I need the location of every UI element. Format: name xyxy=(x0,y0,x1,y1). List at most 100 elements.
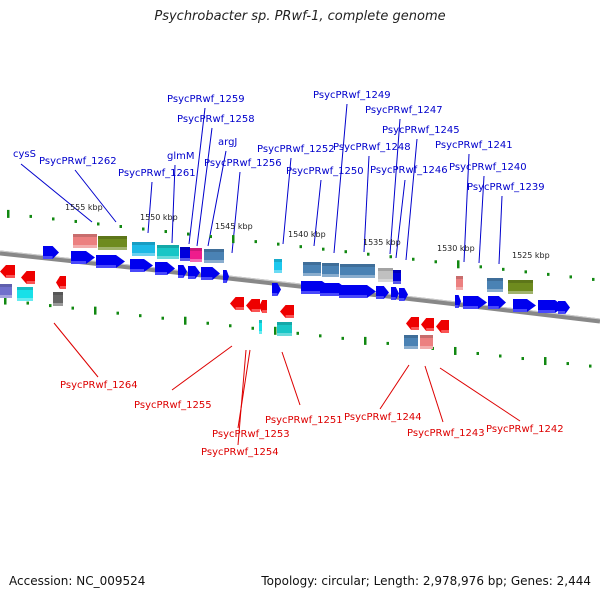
forward-cds-arrow xyxy=(201,267,220,280)
leader-line xyxy=(405,138,418,261)
gene-label-forward: PsycPRwf_1247 xyxy=(365,105,443,116)
scale-tick-upper xyxy=(277,242,280,246)
scale-tick-upper xyxy=(299,245,302,249)
reverse-cds-arrow xyxy=(230,297,244,310)
scale-tick-upper xyxy=(592,277,595,281)
feature-box xyxy=(73,234,97,248)
forward-cds-arrow xyxy=(339,285,376,298)
feature-box xyxy=(204,249,224,263)
forward-cds-arrow xyxy=(463,296,487,309)
gene-label-reverse: PsycPRwf_1255 xyxy=(134,400,212,411)
scale-tick-upper xyxy=(254,240,257,244)
scale-label: 1550 kbp xyxy=(140,213,178,222)
feature-box xyxy=(393,270,401,284)
reverse-feature-box xyxy=(404,335,418,349)
scale-tick-upper xyxy=(119,224,122,228)
scale-tick-upper xyxy=(74,219,77,223)
scale-tick-lower xyxy=(49,304,52,308)
reverse-cds-arrow xyxy=(436,320,449,333)
scale-tick-upper xyxy=(412,257,415,261)
reverse-feature-box xyxy=(0,284,12,298)
gene-label-reverse: PsycPRwf_1244 xyxy=(344,412,422,423)
reverse-feature-box xyxy=(17,287,33,301)
leader-line xyxy=(147,181,153,234)
scale-tick-upper xyxy=(524,270,527,274)
leader-line xyxy=(196,127,213,247)
forward-cds-arrow xyxy=(130,259,153,272)
scale-tick-lower xyxy=(544,357,547,366)
reverse-feature-box xyxy=(420,335,433,349)
scale-tick-lower xyxy=(296,331,299,335)
forward-cds-arrow xyxy=(223,270,229,283)
leader-line xyxy=(478,175,485,264)
leader-line xyxy=(389,118,401,255)
scale-tick-upper xyxy=(322,247,325,251)
forward-cds-arrow xyxy=(558,301,570,314)
scale-tick-upper xyxy=(29,214,32,218)
reverse-feature-box xyxy=(259,320,262,334)
gene-label-forward: PsycPRwf_1249 xyxy=(313,90,391,101)
gene-label-forward: PsycPRwf_1262 xyxy=(39,156,117,167)
scale-label: 1535 kbp xyxy=(363,238,401,247)
forward-cds-arrow xyxy=(272,283,281,296)
scale-tick-lower xyxy=(94,306,97,315)
genome-summary-text: Topology: circular; Length: 2,978,976 bp… xyxy=(261,574,591,588)
scale-tick-lower xyxy=(274,326,277,335)
scale-tick-upper xyxy=(344,250,347,254)
forward-cds-arrow xyxy=(155,262,175,275)
scale-tick-upper xyxy=(389,255,392,259)
gene-label-reverse: PsycPRwf_1243 xyxy=(407,428,485,439)
feature-box xyxy=(132,242,155,256)
leader-line xyxy=(395,179,406,259)
feature-box xyxy=(98,236,127,250)
gene-label-reverse: PsycPRwf_1242 xyxy=(486,424,564,435)
scale-tick-upper xyxy=(7,209,10,218)
scale-tick-upper xyxy=(52,217,55,221)
scale-tick-lower xyxy=(319,334,322,338)
scale-tick-upper xyxy=(232,235,235,244)
gene-label-forward: PsycPRwf_1248 xyxy=(333,142,411,153)
scale-tick-upper xyxy=(187,232,190,236)
reverse-cds-arrow xyxy=(259,300,267,313)
gene-label-reverse: PsycPRwf_1254 xyxy=(201,447,279,458)
scale-tick-upper xyxy=(97,222,100,226)
forward-cds-arrow xyxy=(399,288,408,301)
gene-label-forward: PsycPRwf_1246 xyxy=(370,165,448,176)
scale-tick-upper xyxy=(457,260,460,269)
forward-cds-arrow xyxy=(538,300,564,313)
gene-label-reverse: PsycPRwf_1253 xyxy=(212,429,290,440)
scale-tick-lower xyxy=(184,316,187,325)
feature-box xyxy=(157,245,179,259)
gene-label-forward: PsycPRwf_1252 xyxy=(257,144,335,155)
leader-line xyxy=(313,179,322,247)
forward-cds-arrow xyxy=(71,251,95,264)
scale-tick-lower xyxy=(386,341,389,345)
gene-label-forward: PsycPRwf_1261 xyxy=(118,168,196,179)
scale-tick-lower xyxy=(589,364,592,368)
reverse-cds-arrow xyxy=(280,305,294,318)
forward-cds-arrow xyxy=(488,296,506,309)
scale-label: 1545 kbp xyxy=(215,222,253,231)
genome-title: Psychrobacter sp. PRwf-1, complete genom… xyxy=(154,9,446,24)
gene-label-forward: PsycPRwf_1241 xyxy=(435,140,513,151)
forward-cds-arrow xyxy=(513,299,536,312)
forward-cds-arrow xyxy=(188,266,200,279)
scale-tick-lower xyxy=(229,324,232,328)
leader-line xyxy=(171,345,233,391)
scale-tick-lower xyxy=(161,316,164,320)
leader-line xyxy=(207,150,227,247)
leader-line xyxy=(463,153,470,263)
reverse-feature-box xyxy=(277,322,292,336)
gene-label-forward: argJ xyxy=(218,137,237,148)
scale-label: 1540 kbp xyxy=(288,230,326,239)
scale-tick-lower xyxy=(116,311,119,315)
leader-line xyxy=(424,365,444,423)
gene-label-reverse: PsycPRwf_1251 xyxy=(265,415,343,426)
scale-tick-lower xyxy=(26,301,29,305)
leader-line xyxy=(379,364,410,410)
leader-line xyxy=(171,164,176,244)
leader-line xyxy=(439,367,521,422)
leader-line xyxy=(188,107,206,245)
reverse-cds-arrow xyxy=(56,276,66,289)
forward-cds-arrow xyxy=(391,287,399,300)
